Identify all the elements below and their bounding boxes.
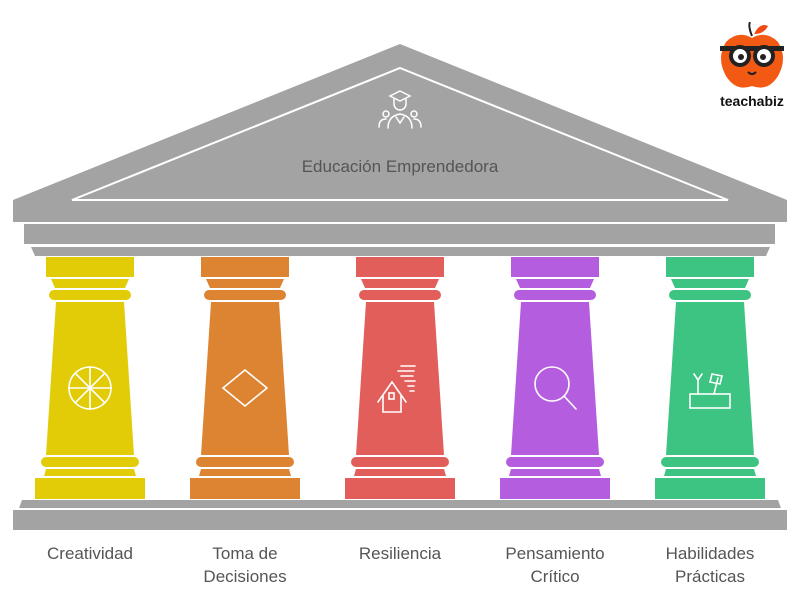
pillar-shaft bbox=[356, 302, 444, 455]
label-line-1: Habilidades bbox=[665, 544, 755, 563]
label-line-1: Toma de bbox=[212, 544, 278, 563]
pillar-shaft bbox=[666, 302, 754, 455]
label-line-1: Pensamiento bbox=[505, 544, 605, 563]
pillar-3 bbox=[345, 257, 455, 499]
toolbox-icon bbox=[689, 373, 731, 409]
house-wind-icon bbox=[377, 365, 416, 413]
diamond-icon bbox=[221, 368, 269, 408]
roof bbox=[13, 44, 787, 256]
pillar-capital bbox=[201, 257, 289, 277]
pillar-label: Creatividad bbox=[15, 542, 165, 565]
roof-title: Educación Emprendedora bbox=[302, 157, 499, 176]
magnifier-icon bbox=[534, 366, 577, 410]
graduate-group-icon bbox=[378, 90, 422, 129]
apple-glasses-icon bbox=[720, 21, 784, 88]
pillar-1 bbox=[35, 257, 145, 499]
pillar-capital bbox=[511, 257, 599, 277]
pillar-shaft bbox=[511, 302, 599, 455]
label-line-1: Creatividad bbox=[47, 544, 133, 563]
pillar-base bbox=[345, 478, 455, 499]
entablature bbox=[24, 224, 775, 244]
pillar-base bbox=[35, 478, 145, 499]
logo-text: teachabiz bbox=[720, 93, 784, 109]
label-line-2: Decisiones bbox=[203, 567, 287, 586]
pillar-5 bbox=[655, 257, 765, 499]
pillar-shaft bbox=[201, 302, 289, 455]
label-line-1: Resiliencia bbox=[358, 544, 442, 563]
pillar-base bbox=[190, 478, 300, 499]
pillar-capital bbox=[356, 257, 444, 277]
pillar-capital bbox=[46, 257, 134, 277]
teachabiz-logo: teachabiz bbox=[716, 21, 788, 109]
label-line-2: Crítico bbox=[530, 567, 580, 586]
pillar-2 bbox=[190, 257, 300, 499]
wheel-icon bbox=[68, 366, 112, 410]
pillar-capital bbox=[666, 257, 754, 277]
pillar-4 bbox=[500, 257, 610, 499]
pillar-label: Toma de Decisiones bbox=[170, 542, 320, 588]
pillar-label: Resiliencia bbox=[325, 542, 475, 565]
label-line-2: Prácticas bbox=[675, 567, 745, 586]
pillar-base bbox=[655, 478, 765, 499]
stylobate bbox=[13, 500, 787, 530]
pillar-base bbox=[500, 478, 610, 499]
